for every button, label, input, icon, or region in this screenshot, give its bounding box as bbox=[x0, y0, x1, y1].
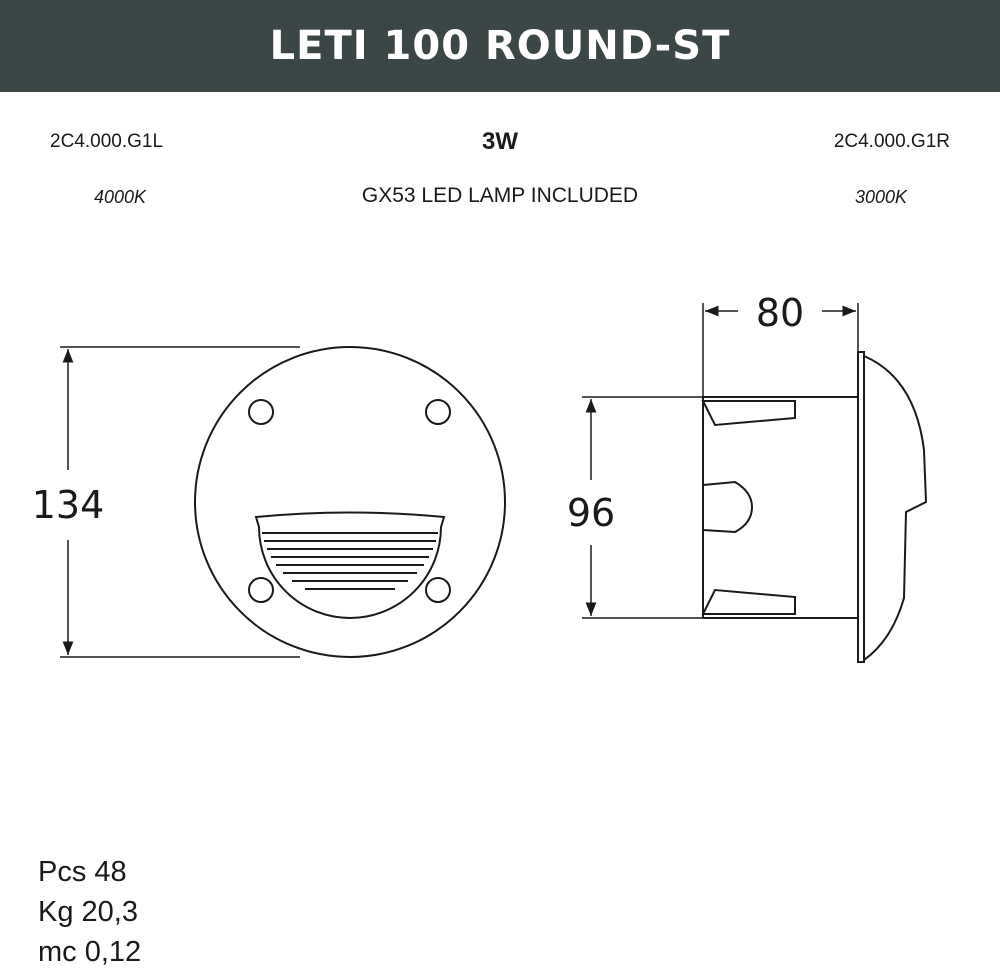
side-view bbox=[701, 351, 928, 663]
side-depth-label: 80 bbox=[756, 291, 804, 335]
right-model-code: 2C4.000.G1R bbox=[833, 131, 950, 152]
side-height-dimension bbox=[582, 396, 703, 619]
product-title: LETI 100 ROUND-ST bbox=[269, 23, 731, 69]
louvre-shield bbox=[254, 511, 446, 619]
right-color-temperature: 3000K bbox=[854, 187, 907, 207]
fixture-circle bbox=[194, 346, 506, 658]
packing-info: Pcs 48 Kg 20,3 mc 0,12 bbox=[38, 852, 141, 972]
screw-hole-top-right bbox=[425, 399, 451, 425]
bottom-rib bbox=[701, 588, 796, 615]
front-height-label: 134 bbox=[32, 483, 105, 527]
body-outline bbox=[703, 396, 858, 619]
pieces-count: Pcs 48 bbox=[38, 856, 127, 888]
front-flange bbox=[857, 351, 865, 663]
front-cover-profile bbox=[863, 355, 928, 661]
front-height-dimension bbox=[60, 346, 300, 658]
front-view bbox=[194, 346, 506, 658]
screw-hole-bottom-right bbox=[425, 577, 451, 603]
weight: Kg 20,3 bbox=[38, 896, 138, 928]
top-rib bbox=[701, 400, 796, 427]
side-depth-dimension bbox=[702, 303, 859, 397]
volume: mc 0,12 bbox=[38, 936, 142, 968]
spring-clip bbox=[702, 480, 754, 534]
lamp-info: GX53 LED LAMP INCLUDED bbox=[361, 184, 639, 207]
left-color-temperature: 4000K bbox=[94, 187, 147, 207]
header-bar: LETI 100 ROUND-ST bbox=[0, 0, 1000, 92]
screw-hole-top-left bbox=[248, 399, 274, 425]
side-height-label: 96 bbox=[567, 491, 615, 535]
left-model-code: 2C4.000.G1L bbox=[50, 131, 164, 152]
screw-hole-bottom-left bbox=[248, 577, 274, 603]
power-rating: 3W bbox=[482, 128, 518, 155]
